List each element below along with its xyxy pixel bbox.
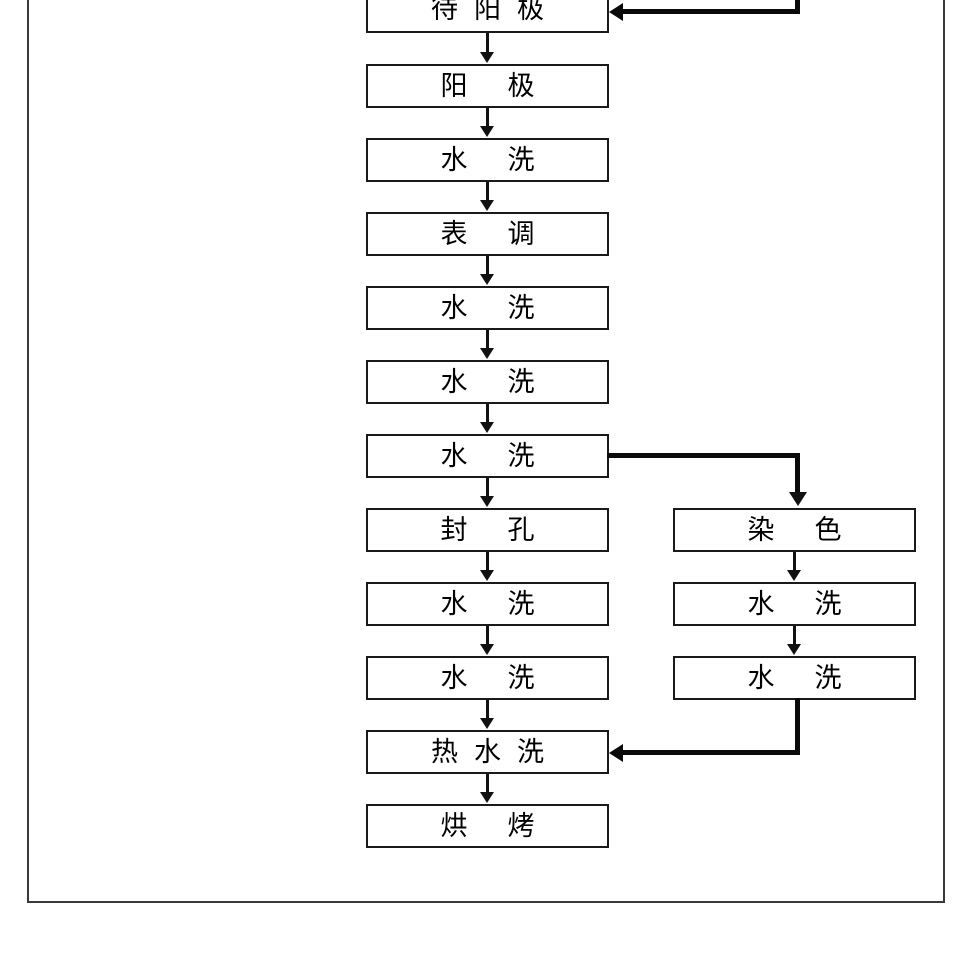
- arrowhead-recycle-into-dai-yang-ji: [609, 3, 623, 21]
- connector-branch-shui-xi-1-to-branch-shui-xi-2: [793, 626, 796, 645]
- node-branch-shui-xi-2[interactable]: 水洗: [673, 656, 916, 700]
- connector-branch-split-vertical: [795, 453, 800, 495]
- node-re-shui-xi[interactable]: 热水洗: [366, 730, 609, 774]
- arrowhead-down-3: [480, 200, 494, 211]
- node-branch-shui-xi-1[interactable]: 水洗: [673, 582, 916, 626]
- connector-shui-xi-1-to-biao-tiao: [486, 182, 489, 201]
- node-shui-xi-1[interactable]: 水洗: [366, 138, 609, 182]
- connector-shui-xi-2-to-shui-xi-3: [486, 330, 489, 349]
- connector-dai-yang-ji-to-yang-ji: [486, 33, 489, 53]
- arrowhead-down-5: [480, 348, 494, 359]
- connector-recycle-vertical: [795, 0, 800, 12]
- arrowhead-down-4: [480, 274, 494, 285]
- arrowhead-down-10: [480, 718, 494, 729]
- connector-branch-merge-horizontal: [622, 750, 800, 755]
- node-shui-xi-6[interactable]: 水洗: [366, 656, 609, 700]
- connector-shui-xi-3-to-shui-xi-4: [486, 404, 489, 423]
- connector-feng-kong-to-shui-xi-5: [486, 552, 489, 571]
- arrowhead-down-13: [787, 644, 801, 655]
- node-yang-ji[interactable]: 阳极: [366, 64, 609, 108]
- node-dai-yang-ji[interactable]: 待阳极: [366, 0, 609, 33]
- node-feng-kong[interactable]: 封孔: [366, 508, 609, 552]
- arrowhead-down-11: [480, 792, 494, 803]
- arrowhead-down-6: [480, 422, 494, 433]
- arrowhead-down-9: [480, 644, 494, 655]
- arrowhead-down-1: [480, 52, 494, 63]
- arrowhead-down-2: [480, 126, 494, 137]
- node-ran-se[interactable]: 染色: [673, 508, 916, 552]
- page-frame: [27, 0, 945, 903]
- connector-re-shui-xi-to-hong-kao: [486, 774, 489, 793]
- node-shui-xi-2[interactable]: 水洗: [366, 286, 609, 330]
- connector-shui-xi-6-to-re-shui-xi: [486, 700, 489, 719]
- node-biao-tiao[interactable]: 表调: [366, 212, 609, 256]
- connector-ran-se-to-branch-shui-xi-1: [793, 552, 796, 571]
- node-shui-xi-5[interactable]: 水洗: [366, 582, 609, 626]
- arrowhead-branch-merge: [609, 744, 623, 762]
- arrowhead-down-8: [480, 570, 494, 581]
- arrowhead-down-7: [480, 496, 494, 507]
- node-shui-xi-4[interactable]: 水洗: [366, 434, 609, 478]
- connector-biao-tiao-to-shui-xi-2: [486, 256, 489, 275]
- connector-shui-xi-4-to-feng-kong: [486, 478, 489, 497]
- node-shui-xi-3[interactable]: 水洗: [366, 360, 609, 404]
- connector-recycle-horizontal: [622, 9, 800, 14]
- connector-branch-split-horizontal: [607, 453, 800, 458]
- node-hong-kao[interactable]: 烘烤: [366, 804, 609, 848]
- arrowhead-down-12: [787, 570, 801, 581]
- connector-shui-xi-5-to-shui-xi-6: [486, 626, 489, 645]
- connector-yang-ji-to-shui-xi-1: [486, 108, 489, 127]
- arrowhead-branch-split: [789, 492, 807, 506]
- connector-branch-merge-vertical: [795, 698, 800, 752]
